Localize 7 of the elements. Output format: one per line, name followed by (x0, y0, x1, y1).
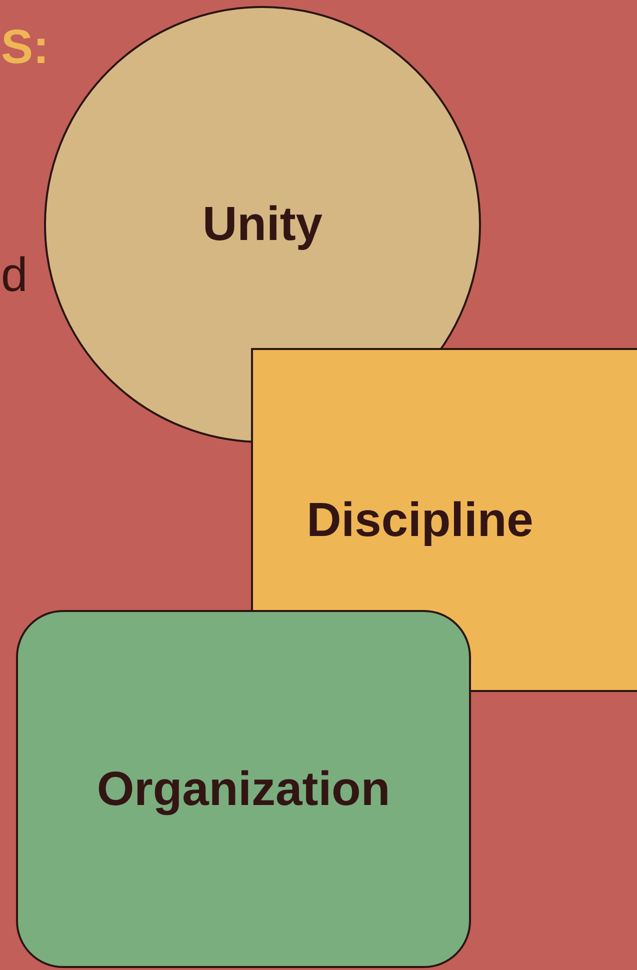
node-label: Unity (202, 197, 322, 252)
heading-text: d (1, 252, 28, 300)
circle-shape (44, 6, 481, 443)
heading-text: S: (1, 24, 49, 72)
rounded-rectangle (16, 610, 471, 968)
node-label: Organization (96, 762, 390, 816)
node-label: Discipline (306, 492, 534, 548)
